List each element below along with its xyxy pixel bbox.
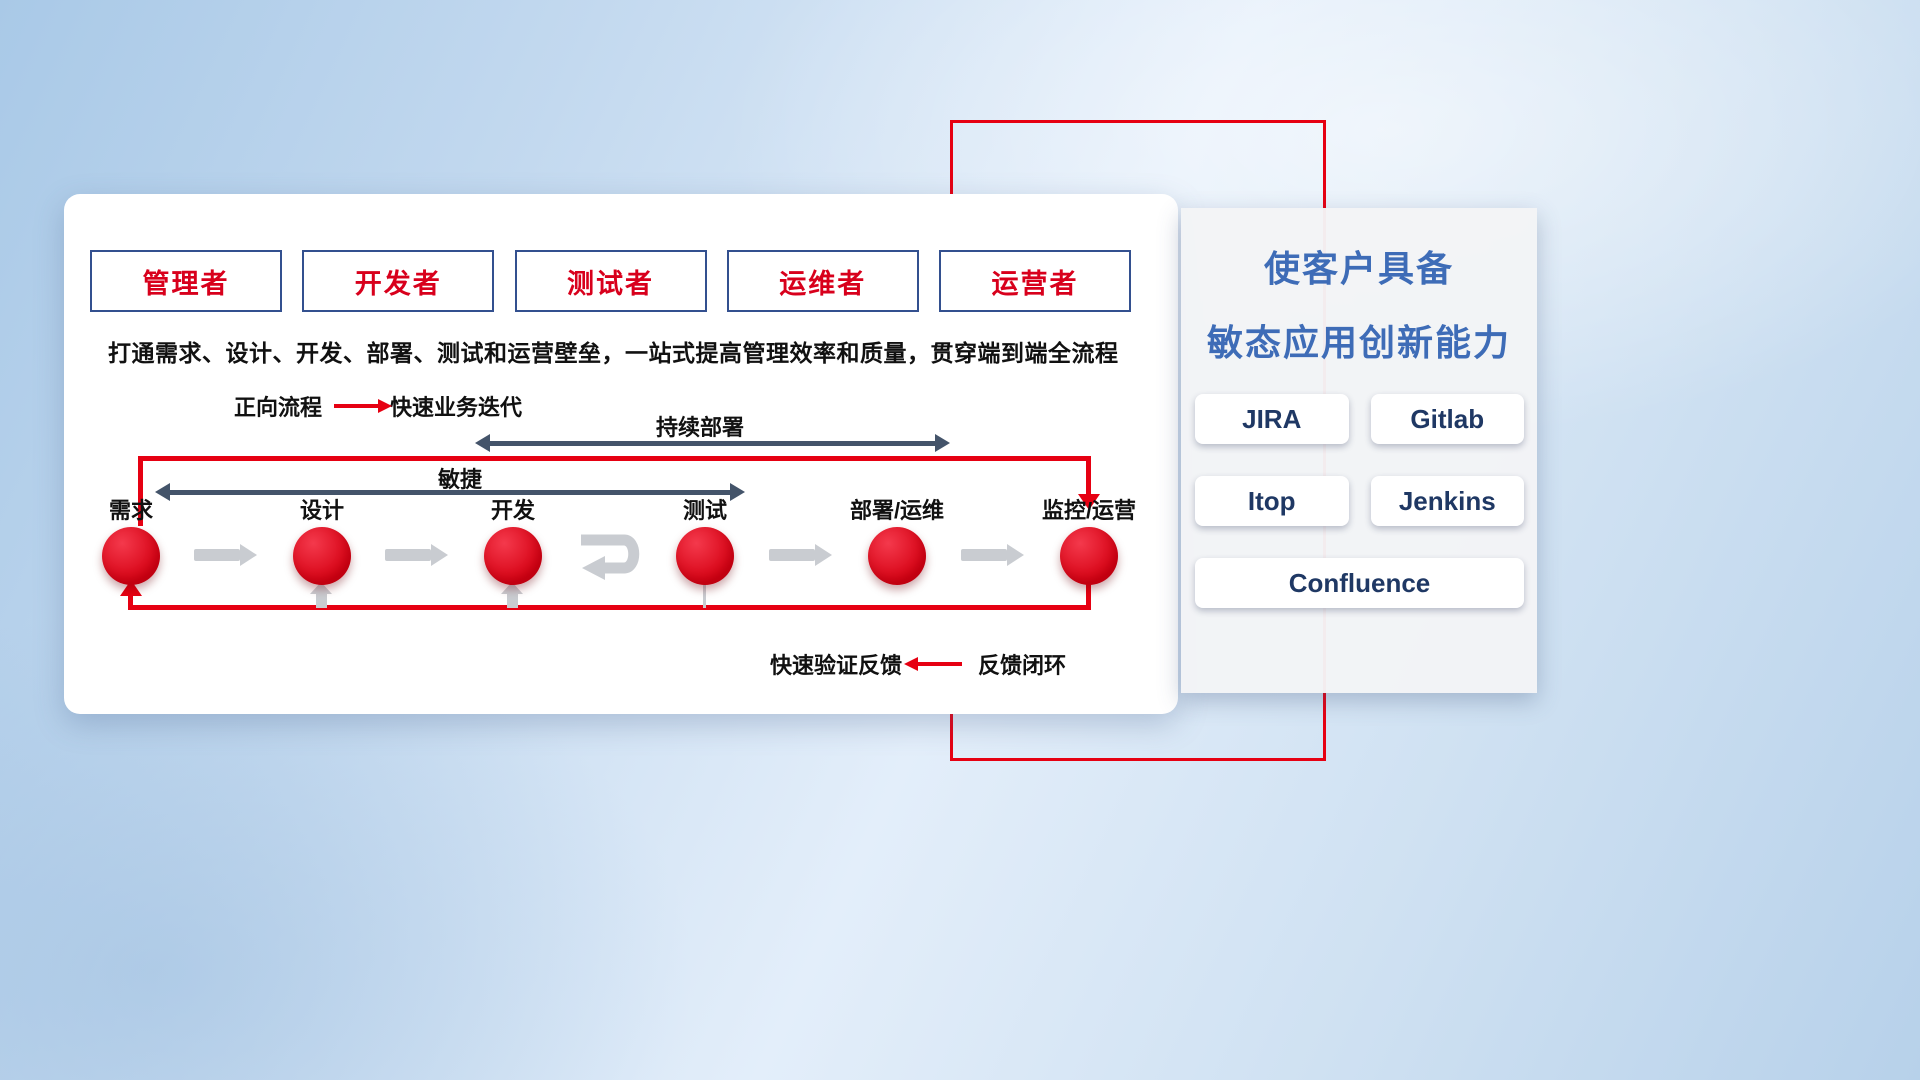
stage-deploy-ops: 部署/运维 [837,497,957,585]
role-label: 运营者 [991,268,1079,299]
stage-label: 部署/运维 [849,498,945,523]
role-label: 管理者 [142,268,230,299]
role-box-tester: 测试者 [514,250,707,312]
forward-loop-arrowhead-icon [1078,494,1100,510]
stage-testing: 测试 [645,497,765,585]
forward-flow-label: 正向流程 [234,395,323,420]
stage-node-circle [102,527,160,585]
panel-title-line2: 敏态应用创新能力 [1206,322,1511,363]
stage-monitor-ops: 监控/运营 [1029,497,1149,585]
feedback-up-arrow-icon [310,582,332,608]
tool-jenkins: Jenkins [1370,476,1524,526]
role-label: 运维者 [779,268,867,299]
continuous-deployment-double-arrow-icon [475,434,950,452]
flow-arrow-icon [769,543,832,566]
feedback-up-arrow-icon [501,582,523,608]
flow-arrow-icon [961,543,1024,566]
feedback-loop-line-bottom [128,605,1091,610]
stage-requirements: 需求 [71,497,191,585]
agile-label: 敏捷 [437,467,482,492]
stage-development: 开发 [453,497,573,585]
flow-arrow-icon [385,543,448,566]
stage-node-circle [1060,527,1118,585]
role-box-ops: 运维者 [726,250,919,312]
forward-arrow-icon [334,399,393,413]
feedback-loop-line-left [128,596,133,610]
tool-itop: Itop [1195,476,1349,526]
stage-label: 测试 [682,498,727,523]
forward-loop-line-left [138,456,143,526]
role-label: 开发者 [354,268,442,299]
feedback-desc: 快速验证反馈 [770,653,903,678]
feedback-label: 反馈闭环 [978,653,1067,678]
forward-flow-desc: 快速业务迭代 [390,395,523,420]
stage-label: 开发 [490,498,535,523]
devops-flow-card: 管理者 开发者 测试者 运维者 运营者 打通需求、设计、开发、部署、测试和运营壁… [64,194,1178,714]
flow-arrow-icon [194,543,257,566]
forward-loop-line-right [1086,456,1091,496]
card-subtitle: 打通需求、设计、开发、部署、测试和运营壁垒，一站式提高管理效率和质量，贯穿端到端… [108,340,1119,366]
feedback-connector-line [703,584,706,608]
stage-design: 设计 [262,497,382,585]
role-box-operator: 运营者 [939,250,1131,312]
agile-double-arrow-icon [155,483,745,501]
stage-node-circle [676,527,734,585]
forward-loop-line-top [138,456,1091,461]
legend-feedback: 快速验证反馈 反馈闭环 [770,648,1066,680]
stage-label: 设计 [299,498,344,523]
feedback-loop-line-right [1086,584,1091,610]
roles-row: 管理者 开发者 测试者 运维者 运营者 [90,250,1131,312]
stage-node-circle [868,527,926,585]
tool-jira: JIRA [1195,394,1349,444]
continuous-deployment-label: 持续部署 [655,415,744,440]
tools-grid: JIRA Gitlab Itop Jenkins Confluence [1195,394,1524,608]
panel-title-line1: 使客户具备 [1263,248,1454,289]
tool-gitlab: Gitlab [1370,394,1524,444]
capability-panel: 使客户具备 敏态应用创新能力 JIRA Gitlab Itop Jenkins … [1181,208,1537,693]
role-box-developer: 开发者 [302,250,495,312]
stage-node-circle [484,527,542,585]
feedback-arrow-icon [904,657,963,671]
iterate-loop-icon [581,534,640,580]
stage-label: 需求 [108,498,153,523]
legend-forward: 正向流程 快速业务迭代 [234,390,522,422]
stage-node-circle [293,527,351,585]
role-box-manager: 管理者 [90,250,282,312]
tool-confluence: Confluence [1195,558,1524,608]
stage-label: 监控/运营 [1041,498,1137,523]
role-label: 测试者 [567,268,654,299]
